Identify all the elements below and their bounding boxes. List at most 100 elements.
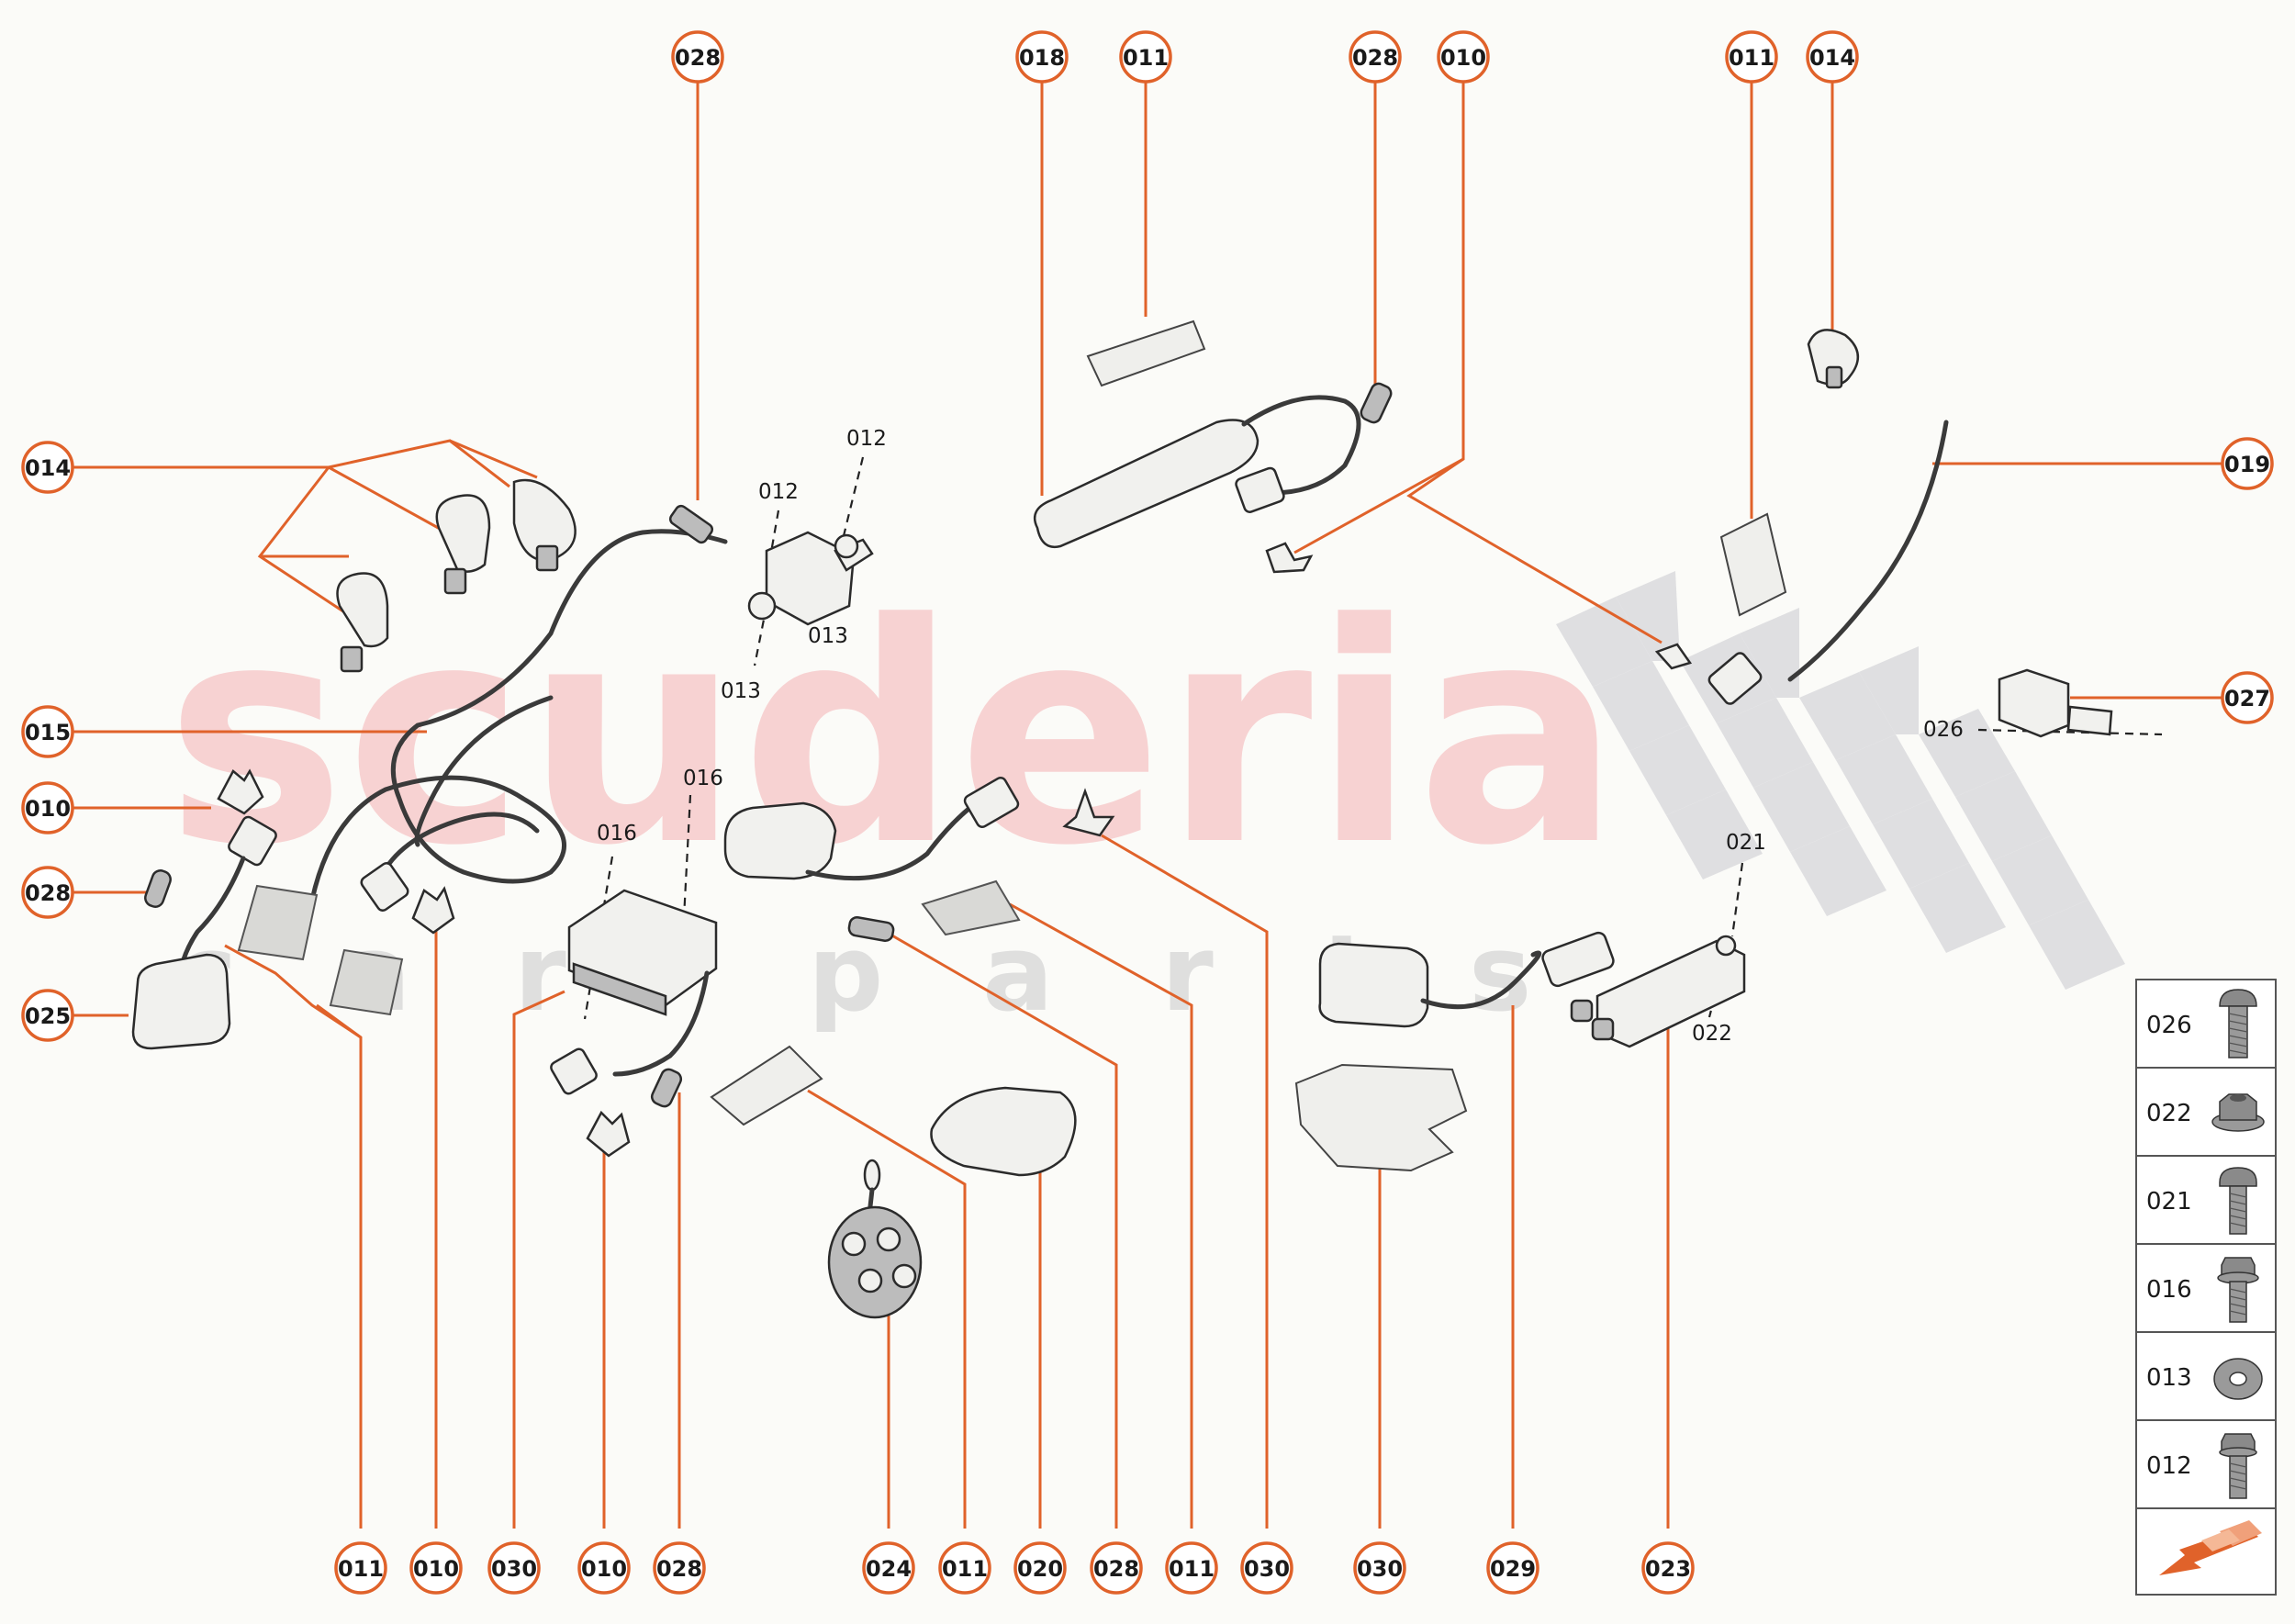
adhesive-pad-part [237,884,319,961]
callout-bubble[interactable]: 014 [1806,30,1859,84]
legend-code: 022 [2146,1100,2192,1127]
callout-number: 027 [2224,686,2270,711]
callout-bubble[interactable]: 024 [862,1541,915,1595]
receiver-module-part [1318,931,1615,1028]
callout-number: 030 [1357,1556,1403,1582]
inline-label: 021 [1726,831,1766,855]
antenna-cable-part [414,695,554,847]
legend-code: 021 [2146,1188,2192,1215]
callout-bubble[interactable]: 029 [1486,1541,1539,1595]
callout-number: 028 [656,1556,702,1582]
callout-bubble[interactable]: 028 [1349,30,1402,84]
hose-sleeve-part [847,916,895,942]
callout-bubble[interactable]: 028 [671,30,724,84]
legend-row: 012 [2137,1421,2275,1509]
callout-number: 010 [413,1556,459,1582]
callout-number: 015 [25,720,71,745]
callout-number: 028 [1352,45,1398,71]
callout-bubble[interactable]: 015 [21,705,74,758]
callout-bubble[interactable]: 028 [21,866,74,919]
mounting-clip-part [1265,542,1314,574]
legend-code: 026 [2146,1012,2192,1039]
antenna-rod-part [1033,395,1361,549]
inline-label: 022 [1692,1022,1732,1046]
callout-bubble[interactable]: 010 [409,1541,463,1595]
cover-plate-part [1294,1063,1468,1172]
callout-bubble[interactable]: 023 [1641,1541,1695,1595]
callout-bubble[interactable]: 011 [1165,1541,1218,1595]
callout-bubble[interactable]: 027 [2221,671,2274,724]
callout-bubble[interactable]: 011 [1119,30,1172,84]
callouts-right: 019 027 [2221,437,2274,724]
inline-label: 013 [808,624,848,648]
legend-row: 021 [2137,1157,2275,1245]
legend-arrow-cell [2137,1509,2275,1594]
callouts-bottom: 011 010 030 010 028 024 011 020 028 011 … [334,1541,1695,1595]
fastener-legend: 026 022 021 016 013 [2135,979,2277,1596]
callout-number: 024 [866,1556,912,1582]
mounting-clip-part [217,768,264,815]
callout-bubble[interactable]: 011 [334,1541,387,1595]
callout-number: 011 [942,1556,988,1582]
inline-label: 013 [721,679,761,703]
mounting-clip-part [1062,788,1115,837]
callout-bubble[interactable]: 020 [1013,1541,1067,1595]
hex-bolt-icon [2219,1433,2257,1499]
callout-bubble[interactable]: 030 [1353,1541,1406,1595]
callout-number: 011 [1729,45,1774,71]
callout-number: 020 [1017,1556,1063,1582]
callout-bubble[interactable]: 019 [2221,437,2274,490]
callout-bubble[interactable]: 028 [1090,1541,1143,1595]
orientation-arrow-icon [2159,1520,2262,1575]
callout-bubble[interactable]: 030 [1240,1541,1293,1595]
legend-code: 016 [2146,1276,2192,1304]
legend-row: 022 [2137,1069,2275,1157]
hose-sleeve-part [1360,382,1393,424]
cable-clamp-part [435,494,491,595]
callout-bubble[interactable]: 030 [487,1541,541,1595]
adhesive-pad-part [329,948,404,1016]
callout-number: 018 [1019,45,1065,71]
callout-bubble[interactable]: 014 [21,441,74,494]
leader-lines [68,75,2226,1529]
callout-number: 010 [581,1556,627,1582]
callout-bubble[interactable]: 018 [1015,30,1069,84]
flange-nut-icon [2211,1093,2265,1132]
callout-bubble[interactable]: 010 [21,781,74,834]
hose-sleeve-part [650,1068,683,1108]
callout-number: 028 [25,880,71,906]
adhesive-pad-part [1719,512,1787,617]
mounting-clip-part [411,886,455,935]
callout-bubble[interactable]: 011 [1725,30,1778,84]
callout-bubble[interactable]: 010 [1437,30,1490,84]
callout-number: 010 [1440,45,1486,71]
legend-code: 013 [2146,1364,2192,1392]
callout-bubble[interactable]: 028 [653,1541,706,1595]
hose-sleeve-part [668,504,714,544]
control-module-part [747,531,874,626]
control-unit-part [567,889,718,1077]
antenna-cable-part [378,812,540,879]
cable-connector-part [360,862,409,912]
cable-tie-part [1807,329,1859,389]
amplifier-module-part [1570,935,1746,1048]
legend-code: 012 [2146,1452,2192,1480]
cable-clamp-part [336,572,389,673]
callout-bubble[interactable]: 025 [21,989,74,1042]
inline-label: 016 [597,822,637,846]
antenna-lead-part [1707,420,1949,705]
callout-number: 011 [1123,45,1169,71]
callout-number: 023 [1645,1556,1691,1582]
cable-tie-part [512,478,577,572]
hex-flange-bolt-icon [2217,1257,2259,1323]
callout-bubble[interactable]: 011 [938,1541,991,1595]
callout-number: 011 [1169,1556,1215,1582]
smart-key-part [930,1086,1077,1177]
callout-number: 028 [675,45,721,71]
cable-connector-part [550,1047,598,1095]
callout-number: 010 [25,796,71,822]
antenna-cable-part [282,529,728,939]
callout-number: 025 [25,1003,71,1029]
callout-bubble[interactable]: 010 [577,1541,631,1595]
